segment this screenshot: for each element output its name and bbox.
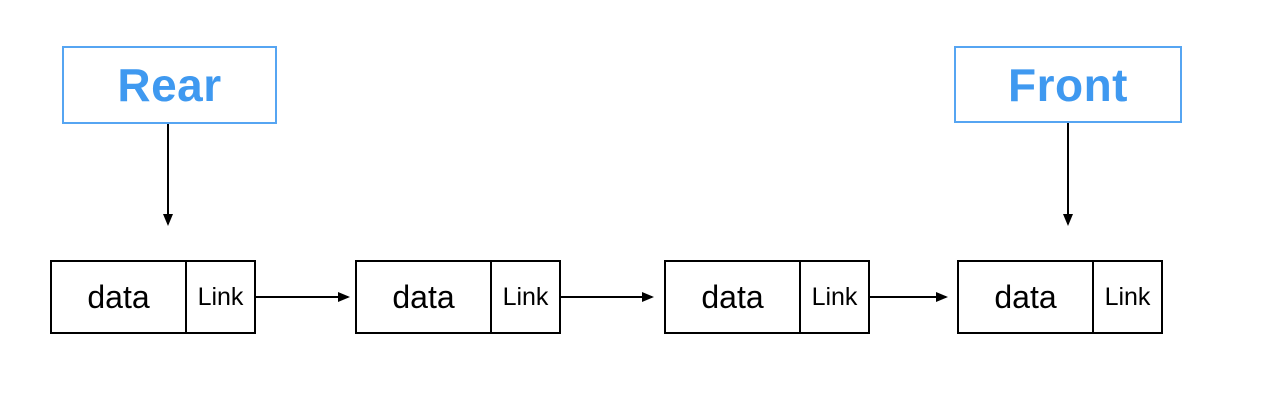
- node-data-cell: data: [357, 262, 492, 332]
- node-link-label: Link: [1104, 282, 1151, 311]
- node: data Link: [664, 260, 870, 334]
- node-link-cell: Link: [187, 262, 254, 332]
- rear-pointer-box: Rear: [62, 46, 277, 124]
- node: data Link: [957, 260, 1163, 334]
- node-data-label: data: [87, 278, 150, 315]
- node: data Link: [355, 260, 561, 334]
- node-data-cell: data: [52, 262, 187, 332]
- node-link-label: Link: [197, 282, 244, 311]
- node-data-cell: data: [959, 262, 1094, 332]
- node-link-label: Link: [811, 282, 858, 311]
- node-data-label: data: [701, 278, 764, 315]
- node-link-cell: Link: [801, 262, 868, 332]
- node-data-label: data: [994, 278, 1057, 315]
- rear-pointer-label: Rear: [117, 59, 222, 111]
- node-link-cell: Link: [1094, 262, 1161, 332]
- front-pointer-box: Front: [954, 46, 1182, 123]
- node-data-label: data: [392, 278, 455, 315]
- front-pointer-label: Front: [1007, 58, 1128, 111]
- node-data-cell: data: [666, 262, 801, 332]
- node: data Link: [50, 260, 256, 334]
- node-link-cell: Link: [492, 262, 559, 332]
- node-link-label: Link: [502, 282, 549, 311]
